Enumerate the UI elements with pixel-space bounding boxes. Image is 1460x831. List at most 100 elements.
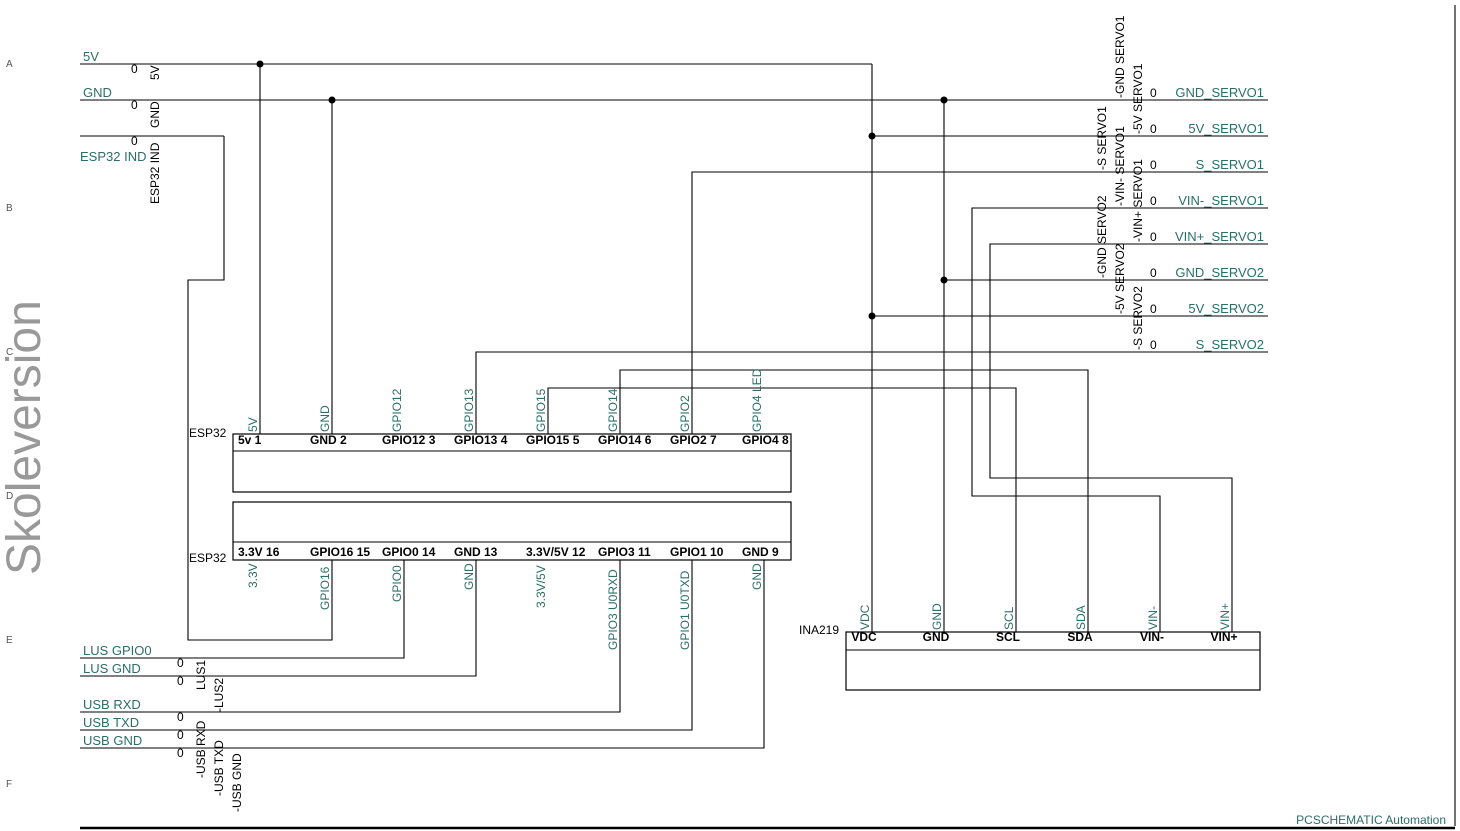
esp32-pin-16: 3.3V 16	[238, 545, 280, 559]
terminal-pin-label: -USB TXD	[212, 740, 226, 796]
terminal-pin-label: -S SERVO2	[1131, 286, 1145, 350]
terminal-pin-label: GND	[148, 101, 162, 128]
terminal-zero: 0	[1150, 122, 1157, 136]
ina219-pin-vin-plus: VIN+	[1210, 630, 1237, 644]
row-marker-a: A	[6, 59, 13, 70]
net-label: 5V_SERVO2	[1188, 301, 1264, 316]
net-label: S_SERVO2	[1196, 337, 1264, 352]
right-terminal-s-servo2: 0 S_SERVO2 -S SERVO2	[1131, 286, 1264, 352]
right-terminal-vin-minus-servo1: 0 VIN-_SERVO1 -VIN- SERVO1	[1113, 126, 1264, 208]
ina219-net-vdc: VDC	[858, 604, 872, 630]
esp32-bottom-header: ESP32 3.3V 16 GPIO16 15 GPIO0 14 GND 13 …	[189, 501, 792, 650]
right-terminal-5v-servo2: 0 5V_SERVO2 -5V SERVO2	[1113, 243, 1264, 316]
row-marker-f: F	[6, 779, 12, 790]
terminal-zero: 0	[1150, 158, 1157, 172]
terminal-pin-label: LUS1	[194, 660, 208, 690]
terminal-zero: 0	[1150, 230, 1157, 244]
ina219-net-gnd: GND	[930, 603, 944, 630]
esp32-net-gpio3-u0rxd: GPIO3 U0RXD	[606, 569, 620, 650]
esp32-net-gpio1-u0txd: GPIO1 U0TXD	[678, 570, 692, 650]
esp32-pin-7: GPIO2 7	[670, 433, 717, 447]
esp32-pin-12: 3.3V/5V 12	[526, 545, 586, 559]
esp32-net-3v3-5v: 3.3V/5V	[534, 565, 548, 608]
esp32-net-gnd: GND	[750, 563, 764, 590]
esp32-pin-5: GPIO15 5	[526, 433, 580, 447]
bottom-terminal-lus-gpio0: LUS GPIO0 0 LUS1	[83, 643, 208, 690]
terminal-zero: 0	[177, 656, 184, 670]
net-label: GND	[83, 85, 112, 100]
row-marker-b: B	[6, 203, 13, 214]
esp32-top-header: ESP32 5v 1 GND 2 GPIO12 3 GPIO13 4 GPIO1…	[189, 368, 792, 493]
right-terminal-s-servo1: 0 S_SERVO1 -S SERVO1	[1095, 106, 1264, 172]
net-label: LUS GND	[83, 661, 141, 676]
esp32-pin-15: GPIO16 15	[310, 545, 370, 559]
ina219-net-scl: SCL	[1002, 606, 1016, 630]
esp32-pin-9: GND 9	[742, 545, 779, 559]
net-label: VIN-_SERVO1	[1178, 193, 1264, 208]
watermark: Skoleversion	[0, 300, 51, 575]
right-terminal-gnd-servo1: 0 GND_SERVO1 -GND SERVO1	[1113, 15, 1268, 101]
terminal-zero: 0	[177, 674, 184, 688]
terminal-zero: 0	[131, 98, 138, 112]
esp32-net-gpio14: GPIO14	[606, 388, 620, 432]
esp32-net-gpio13: GPIO13	[462, 388, 476, 432]
esp32-pin-13: GND 13	[454, 545, 498, 559]
esp32-net-5v: 5V	[246, 417, 260, 432]
esp32-net-gpio16: GPIO16	[318, 566, 332, 610]
terminal-pin-label: -GND SERVO2	[1095, 195, 1109, 278]
row-marker-e: E	[6, 635, 13, 646]
esp32-bottom-ref: ESP32	[189, 551, 227, 565]
terminal-zero: 0	[1150, 338, 1157, 352]
terminal-pin-label: ESP32 IND	[148, 142, 162, 204]
terminal-pin-label: -USB GND	[230, 753, 244, 812]
terminal-pin-label: -VIN+ SERVO1	[1131, 159, 1145, 242]
net-label: 5V	[83, 49, 99, 64]
terminal-zero: 0	[131, 62, 138, 76]
esp32-top-ref: ESP32	[189, 426, 227, 440]
esp32-net-gpio15: GPIO15	[534, 388, 548, 432]
terminal-pin-label: -S SERVO1	[1095, 106, 1109, 170]
ina219-net-vin-minus: VIN-	[1146, 606, 1160, 630]
esp32-net-gpio0: GPIO0	[390, 565, 404, 602]
esp32-pin-14: GPIO0 14	[382, 545, 436, 559]
right-terminal-5v-servo1: 0 5V_SERVO1 -5V SERVO1	[1131, 63, 1264, 136]
ina219-net-vin-plus: VIN+	[1218, 603, 1232, 630]
terminal-zero: 0	[1150, 194, 1157, 208]
terminal-pin-label: -VIN- SERVO1	[1113, 126, 1127, 206]
esp32-net-gnd: GND	[462, 563, 476, 590]
terminal-zero: 0	[177, 746, 184, 760]
net-label: 5V_SERVO1	[1188, 121, 1264, 136]
ina219-pin-vdc: VDC	[851, 630, 877, 644]
ina219-pin-scl: SCL	[996, 630, 1020, 644]
terminal-zero: 0	[131, 134, 138, 148]
net-label: USB TXD	[83, 715, 139, 730]
ina219-ref: INA219	[799, 623, 839, 637]
net-label: LUS GPIO0	[83, 643, 152, 658]
esp32-pin-11: GPIO3 11	[598, 545, 651, 559]
row-marker-c: C	[6, 347, 13, 358]
row-marker-d: D	[6, 491, 13, 502]
esp32-pin-8: GPIO4 8	[742, 433, 789, 447]
ina219-body	[845, 631, 1261, 691]
esp32-pin-10: GPIO1 10	[670, 545, 724, 559]
terminal-pin-label: -5V SERVO1	[1131, 63, 1145, 134]
net-label: GND_SERVO2	[1175, 265, 1264, 280]
esp32-pin-1: 5v 1	[238, 433, 262, 447]
net-label: VIN+_SERVO1	[1175, 229, 1264, 244]
right-terminal-vin-plus-servo1: 0 VIN+_SERVO1 -VIN+ SERVO1	[1131, 159, 1264, 244]
terminal-pin-label: 5V	[148, 65, 162, 80]
power-terminal-esp32-ind: ESP32 IND 0 ESP32 IND	[80, 134, 224, 204]
right-terminal-gnd-servo2: 0 GND_SERVO2 -GND SERVO2	[1095, 195, 1264, 280]
bottom-terminal-usb-gnd: USB GND 0 -USB GND	[83, 733, 244, 812]
ina219-pin-gnd: GND	[923, 630, 950, 644]
net-label: S_SERVO1	[1196, 157, 1264, 172]
bottom-terminal-lus-gnd: LUS GND 0 -LUS2	[83, 661, 226, 712]
ina219-module: INA219 VDC GND SCL SDA VIN- VIN+ VDC GND…	[799, 603, 1261, 691]
esp32-pin-2: GND 2	[310, 433, 347, 447]
esp32-net-gpio4-led: GPIO4 LED	[750, 368, 764, 432]
net-label: USB RXD	[83, 697, 141, 712]
wiring	[80, 64, 1268, 749]
terminal-zero: 0	[1150, 302, 1157, 316]
terminal-pin-label: -GND SERVO1	[1113, 15, 1127, 98]
